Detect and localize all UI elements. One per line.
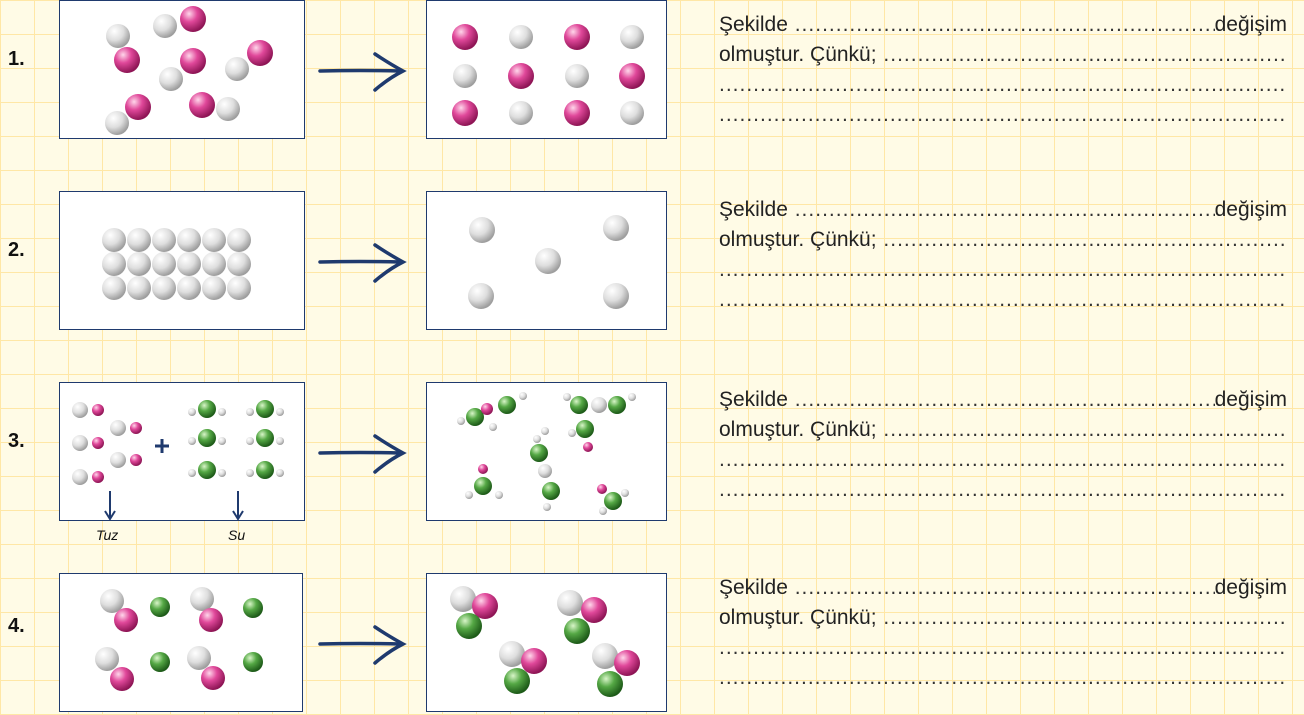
solid-particles-illustration [102, 228, 251, 300]
answer-blank[interactable]: ........................................… [883, 606, 1287, 629]
item-number: 1. [8, 48, 25, 70]
item-number: 3. [8, 430, 25, 452]
salt-and-water-illustration [72, 400, 284, 521]
after-box [426, 382, 667, 521]
line1-start: Şekilde [719, 13, 788, 36]
before-box [59, 382, 305, 521]
answer-blank[interactable]: ........................................… [883, 228, 1287, 251]
answer-blank[interactable]: ........................................… [794, 13, 1215, 36]
line1-end: değişim [1214, 576, 1287, 599]
line1-start: Şekilde [719, 198, 788, 221]
ordered-particles-illustration [452, 24, 645, 126]
exercise-row-4: 4. Şekilde .............................… [0, 573, 1304, 713]
answer-text: Şekilde ................................… [719, 195, 1287, 315]
before-box [59, 573, 303, 712]
answer-text: Şekilde ................................… [719, 10, 1287, 130]
answer-blank[interactable]: ........................................… [794, 198, 1215, 221]
line2-start: olmuştur. Çünkü; [719, 606, 877, 629]
compound-molecules-illustration [450, 586, 640, 697]
line1-end: değişim [1214, 388, 1287, 411]
answer-blank[interactable]: ........................................… [794, 388, 1215, 411]
answer-text: Şekilde ................................… [719, 385, 1287, 505]
arrow-icon [315, 48, 410, 93]
line1-end: değişim [1214, 13, 1287, 36]
item-number: 4. [8, 615, 25, 637]
answer-blank[interactable]: ........................................… [719, 288, 1287, 311]
mixed-particles-illustration [105, 6, 273, 135]
salt-label: Tuz [96, 527, 119, 543]
line2-start: olmuştur. Çünkü; [719, 418, 877, 441]
separate-atoms-illustration [95, 587, 263, 691]
line1-start: Şekilde [719, 576, 788, 599]
before-box [59, 0, 305, 139]
exercise-row-1: 1. Şekilde .............................… [0, 0, 1304, 140]
after-box [426, 573, 667, 712]
answer-blank[interactable]: ........................................… [719, 666, 1287, 689]
exercise-row-3: 3. Tuz Su [0, 382, 1304, 543]
water-label: Su [228, 527, 246, 543]
answer-blank[interactable]: ........................................… [719, 73, 1287, 96]
answer-blank[interactable]: ........................................… [719, 478, 1287, 501]
line1-end: değişim [1214, 198, 1287, 221]
dissolved-salt-illustration [457, 392, 636, 515]
answer-blank[interactable]: ........................................… [794, 576, 1215, 599]
item-number: 2. [8, 239, 25, 261]
gas-particles-illustration [468, 215, 629, 309]
after-box [426, 191, 667, 330]
line2-start: olmuştur. Çünkü; [719, 43, 877, 66]
arrow-icon [315, 621, 410, 666]
arrow-icon [315, 239, 410, 284]
answer-text: Şekilde ................................… [719, 573, 1287, 693]
answer-blank[interactable]: ........................................… [719, 258, 1287, 281]
line2-start: olmuştur. Çünkü; [719, 228, 877, 251]
after-box [426, 0, 667, 139]
answer-blank[interactable]: ........................................… [719, 448, 1287, 471]
before-box [59, 191, 305, 330]
exercise-row-2: 2. Şekilde .............................… [0, 191, 1304, 331]
line1-start: Şekilde [719, 388, 788, 411]
answer-blank[interactable]: ........................................… [719, 103, 1287, 126]
answer-blank[interactable]: ........................................… [883, 418, 1287, 441]
answer-blank[interactable]: ........................................… [719, 636, 1287, 659]
arrow-icon [315, 430, 410, 475]
answer-blank[interactable]: ........................................… [883, 43, 1287, 66]
